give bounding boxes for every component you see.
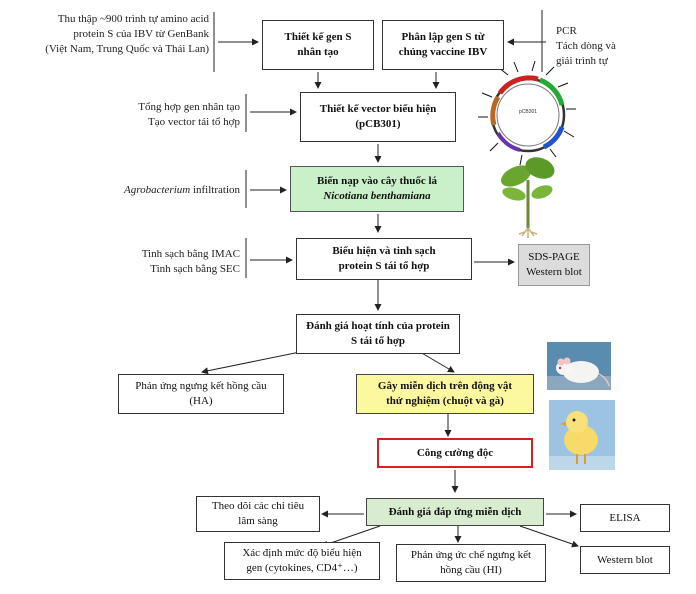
agro-italic: Agrobacterium	[124, 184, 191, 196]
western-label: Western blot	[597, 553, 653, 566]
design-gene-line-2: nhân tạo	[297, 46, 339, 58]
clinical-line-1: Theo dõi các chỉ tiêu	[211, 500, 305, 513]
design-gene-box: Thiết kế gen S nhân tạo	[262, 20, 374, 70]
pcr-line-2: Tách dòng và	[556, 39, 616, 52]
express-line-2: protein S tái tổ hợp	[338, 260, 430, 272]
ha-line-1: Phản ứng ngưng kết hồng cầu	[135, 380, 267, 393]
pcr-note: PCR Tách dòng và giải trình tự	[556, 24, 616, 69]
arrow	[519, 525, 579, 548]
cytokine-box: Xác định mức độ biểu hiện gen (cytokines,…	[224, 542, 380, 580]
mouse-photo	[547, 342, 611, 390]
hi-box: Phản ứng ức chế ngưng kết hồng cầu (HI)	[396, 544, 546, 582]
vector-line-2: (pCB301)	[355, 118, 401, 130]
ha-line-2: (HA)	[189, 395, 213, 407]
agro-note: Agrobacterium infiltration	[124, 183, 240, 198]
arrow	[419, 351, 455, 373]
express-box: Biểu hiện và tinh sạch protein S tái tổ h…	[296, 238, 472, 280]
purify-note: Tinh sạch bằng IMAC Tinh sạch bằng SEC	[142, 247, 240, 277]
western-box: Western blot	[580, 546, 670, 574]
vector-line-1: Thiết kế vector biểu hiện	[319, 103, 437, 116]
transform-box: Biến nạp vào cây thuốc lá Nicotiana benth…	[290, 166, 464, 212]
cytokine-line-1: Xác định mức độ biểu hiện	[242, 547, 362, 560]
cytokine-line-2: gen (cytokines, CD4⁺…)	[246, 562, 358, 574]
collect-line-2: protein S của IBV từ GenBank	[73, 27, 209, 40]
sds-box: SDS-PAGE Western blot	[518, 244, 590, 286]
immunize-line-1: Gây miễn dịch trên động vật	[377, 380, 513, 393]
isolate-gene-line-1: Phân lập gen S từ	[401, 31, 485, 44]
plasmid-icon: pCB301	[478, 60, 576, 166]
tobacco-plant-icon	[501, 157, 555, 238]
collect-line-3: (Việt Nam, Trung Quốc và Thái Lan)	[45, 42, 209, 55]
eval-label: Đánh giá đáp ứng miễn dịch	[388, 505, 522, 518]
elisa-label: ELISA	[609, 511, 641, 524]
synthesize-note: Tổng hợp gen nhân tạo Tạo vector tái tổ …	[138, 100, 240, 130]
immunize-line-2: thử nghiệm (chuột và gà)	[386, 395, 504, 407]
synthesize-line-2: Tạo vector tái tổ hợp	[148, 115, 240, 128]
clinical-line-2: lâm sàng	[238, 515, 278, 527]
activity-line-1: Đánh giá hoạt tính của protein	[306, 320, 450, 333]
isolate-gene-line-2: chủng vaccine IBV	[398, 46, 488, 58]
ha-box: Phản ứng ngưng kết hồng cầu (HA)	[118, 374, 284, 414]
activity-box: Đánh giá hoạt tính của protein S tái tổ h…	[296, 314, 460, 354]
collect-note: Thu thập ~900 trình tự amino acid protei…	[45, 12, 209, 57]
purify-line-2: Tinh sạch bằng SEC	[150, 262, 240, 275]
challenge-box: Công cường độc	[377, 438, 533, 468]
hi-line-2: hồng cầu (HI)	[440, 564, 502, 576]
design-gene-line-1: Thiết kế gen S	[284, 31, 352, 44]
elisa-box: ELISA	[580, 504, 670, 532]
chick-photo	[549, 400, 615, 470]
activity-line-2: S tái tổ hợp	[350, 335, 406, 347]
eval-box: Đánh giá đáp ứng miễn dịch	[366, 498, 544, 526]
hi-line-1: Phản ứng ức chế ngưng kết	[410, 549, 532, 562]
pcr-line-3: giải trình tự	[556, 54, 608, 67]
pcr-line-1: PCR	[556, 25, 577, 37]
vector-box: Thiết kế vector biểu hiện (pCB301)	[300, 92, 456, 142]
sds-line-2: Western blot	[526, 266, 582, 278]
svg-text:pCB301: pCB301	[519, 109, 537, 115]
agro-rest: infiltration	[190, 184, 240, 196]
isolate-gene-box: Phân lập gen S từ chủng vaccine IBV	[382, 20, 504, 70]
purify-line-1: Tinh sạch bằng IMAC	[141, 248, 240, 260]
clinical-box: Theo dõi các chỉ tiêu lâm sàng	[196, 496, 320, 532]
express-line-1: Biểu hiện và tinh sạch	[332, 245, 436, 258]
transform-line-1: Biến nạp vào cây thuốc lá	[316, 175, 438, 188]
arrow	[201, 351, 301, 375]
immunize-box: Gây miễn dịch trên động vật thử nghiệm (c…	[356, 374, 534, 414]
transform-line-2: Nicotiana benthamiana	[323, 190, 431, 202]
collect-line-1: Thu thập ~900 trình tự amino acid	[57, 13, 209, 25]
synthesize-line-1: Tổng hợp gen nhân tạo	[138, 101, 240, 113]
sds-line-1: SDS-PAGE	[528, 251, 580, 264]
challenge-label: Công cường độc	[416, 446, 494, 459]
